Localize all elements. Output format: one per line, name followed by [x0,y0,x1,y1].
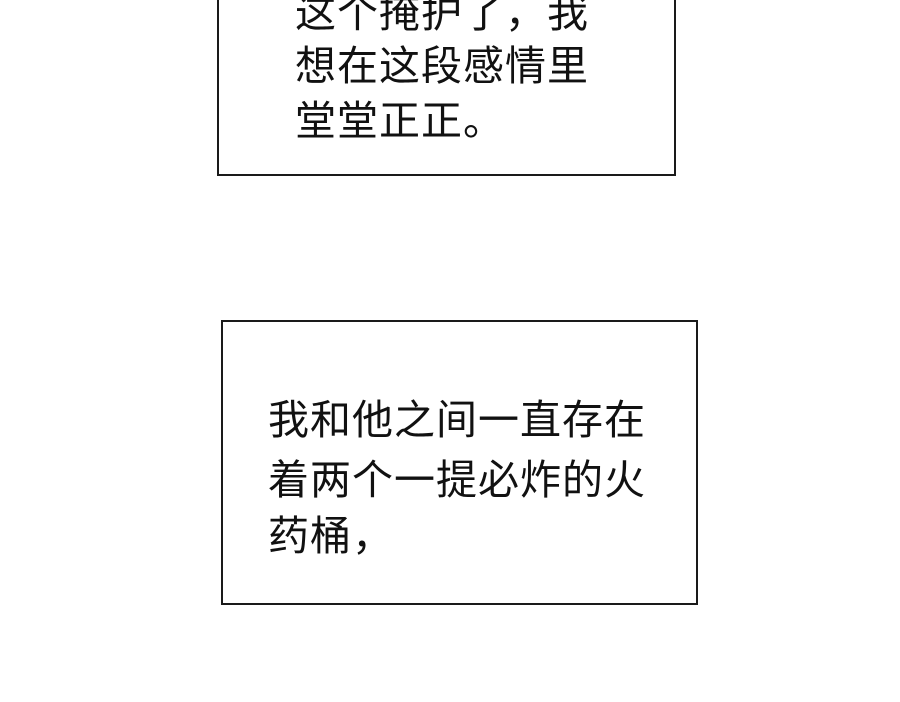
caption-line: 着两个一提必炸的火 [268,456,646,504]
caption-line: 我和他之间一直存在 [268,396,646,444]
caption-line: 堂堂正正。 [295,97,505,145]
caption-line: 这个掩护了，我 [295,0,589,37]
caption-line: 想在这段感情里 [295,42,589,90]
caption-box-top: 这个掩护了，我 想在这段感情里 堂堂正正。 [217,0,676,176]
caption-line: 药桶， [268,512,394,560]
caption-box-bottom: 我和他之间一直存在 着两个一提必炸的火 药桶， [221,320,698,605]
